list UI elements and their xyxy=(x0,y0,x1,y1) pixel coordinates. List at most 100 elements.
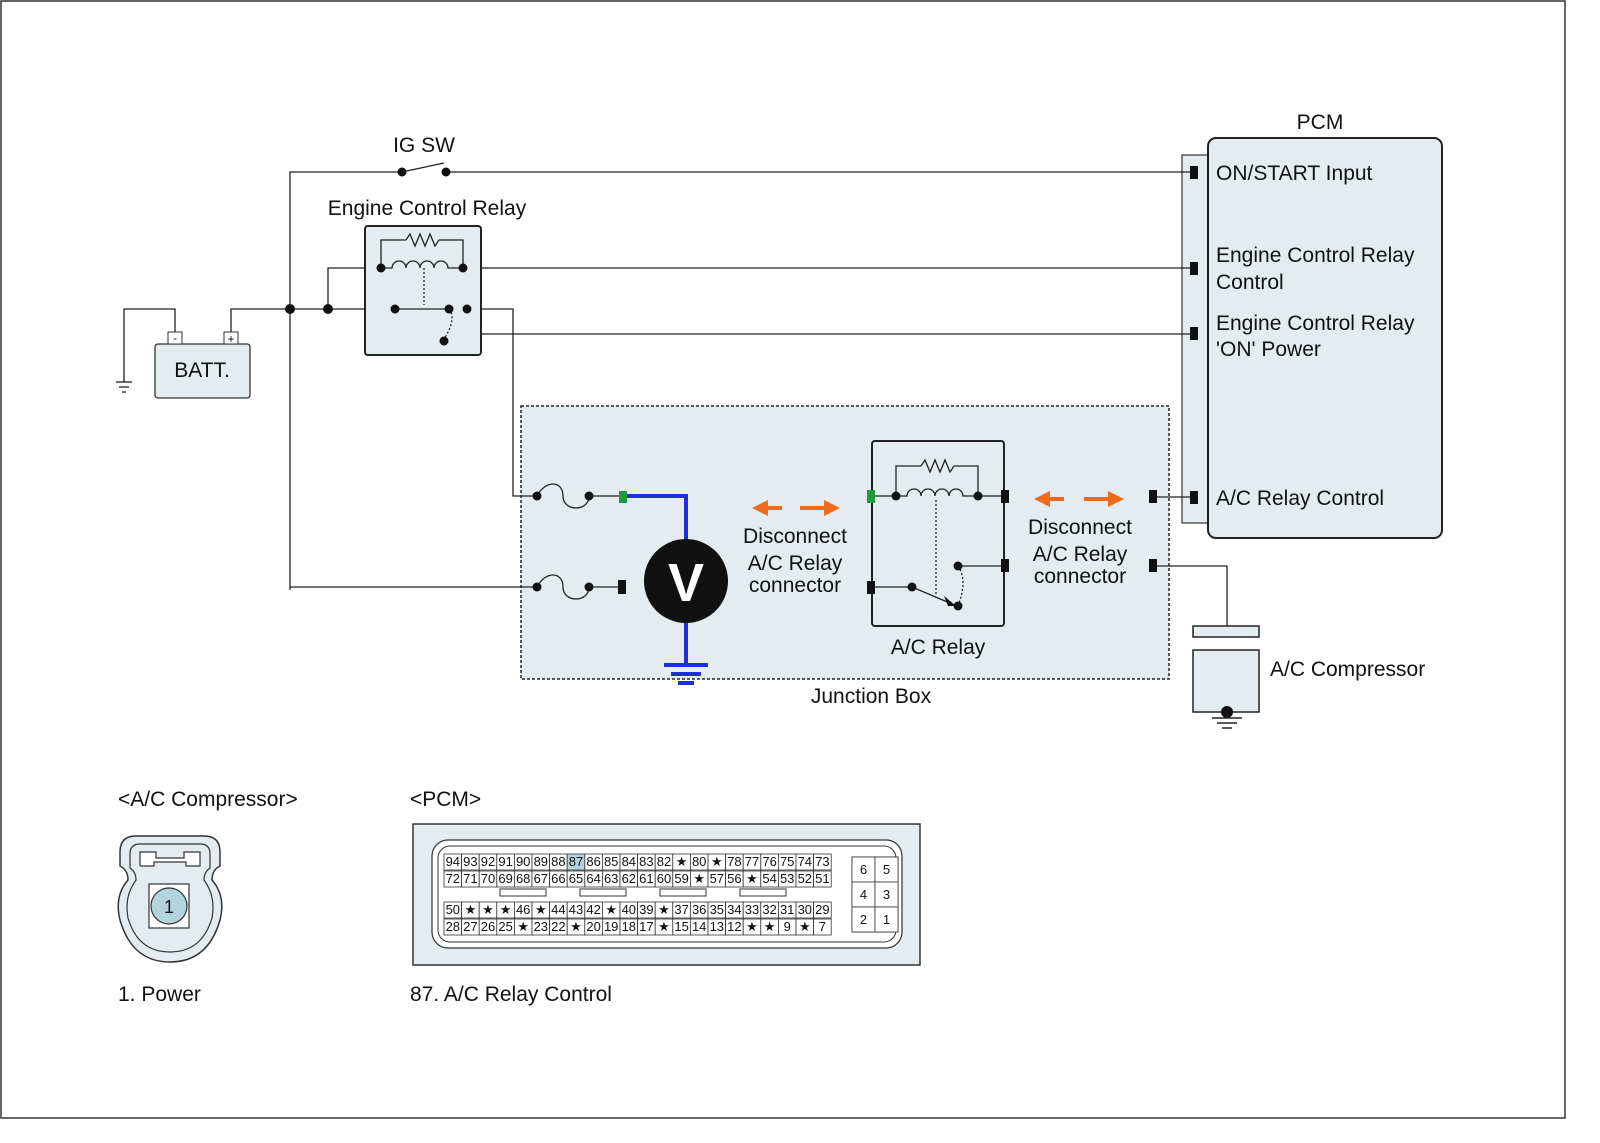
circuit-svg: Junction Box PCM ON/START Input Engine C… xyxy=(0,0,1566,1119)
pcm-pin-label: 74 xyxy=(798,854,812,869)
pcm-pin-label: 65 xyxy=(569,871,583,886)
pcm-pin-label: ★ xyxy=(500,902,512,917)
pcm-pin-label: 72 xyxy=(446,871,460,886)
pcm-small-pin-label: 2 xyxy=(860,912,867,927)
pcm-pin-label: ★ xyxy=(658,919,670,934)
pcm-pin-label: 85 xyxy=(604,854,618,869)
pcm-pin-label: 14 xyxy=(692,919,706,934)
junction-box-label: Junction Box xyxy=(811,685,932,708)
pcm-pin-label: ★ xyxy=(658,902,670,917)
probe-terminal-green xyxy=(619,491,627,503)
pcm-small-pin-cell xyxy=(874,906,899,933)
pcm-pin-label: 94 xyxy=(446,854,460,869)
pcm-pin-label: 33 xyxy=(745,902,759,917)
pcm-pin-label: ★ xyxy=(693,871,705,886)
jb-terminal xyxy=(1149,559,1157,572)
battery-plus: + xyxy=(227,332,234,346)
pcm-pin-label: 23 xyxy=(534,919,548,934)
pcm-pin-label: ★ xyxy=(746,919,758,934)
pcm-pin-label: ★ xyxy=(711,854,723,869)
pcm-terminal xyxy=(1190,166,1198,179)
pcm-pin-label: 61 xyxy=(639,871,653,886)
disconnect-arrow-right xyxy=(1034,491,1124,507)
pcm-pin-label: 25 xyxy=(498,919,512,934)
pcm-pin-cell xyxy=(813,918,832,936)
pcm-pin-on-start: ON/START Input xyxy=(1216,162,1373,185)
pcm-pin-label: 19 xyxy=(604,919,618,934)
pcm-pin-label: 7 xyxy=(819,919,826,934)
pcm-small-pin-label: 1 xyxy=(883,912,890,927)
pcm-pin-label: 90 xyxy=(516,854,530,869)
pcm-terminal xyxy=(1190,327,1198,340)
pcm-pin-label: 34 xyxy=(727,902,741,917)
pcm-pin-label: 66 xyxy=(551,871,565,886)
pcm-pin-label: 60 xyxy=(657,871,671,886)
battery-ground-icon xyxy=(116,381,132,393)
pcm-pin-label: 93 xyxy=(463,854,477,869)
pcm-pin-cell xyxy=(813,853,832,871)
pcm-pin-label: 36 xyxy=(692,902,706,917)
pcm-pin-label: ★ xyxy=(517,919,529,934)
disconnect-right-line3: connector xyxy=(1034,565,1126,588)
pcm-pin-label: 40 xyxy=(622,902,636,917)
pcm-pin-label: 43 xyxy=(569,902,583,917)
ac-compressor xyxy=(1192,625,1260,729)
pcm-pin-label: 75 xyxy=(780,854,794,869)
battery: - + BATT. xyxy=(154,331,251,399)
pcm-pin-label: 18 xyxy=(622,919,636,934)
voltmeter-probe: V xyxy=(619,491,728,685)
pcm-pin-ecr-control-line1: Engine Control Relay xyxy=(1216,244,1415,267)
pcm-pin-label: ★ xyxy=(535,902,547,917)
pcm-pin-label: 83 xyxy=(639,854,653,869)
pcm-pin-label: 84 xyxy=(622,854,636,869)
battery-label: BATT. xyxy=(174,359,230,382)
pcm-pin-label: 15 xyxy=(674,919,688,934)
pcm-pin-label: 59 xyxy=(674,871,688,886)
pcm-pin-label: 63 xyxy=(604,871,618,886)
pcm-pin-label: 64 xyxy=(586,871,600,886)
disconnect-arrow-left xyxy=(752,500,840,516)
pcm-pin-label: ★ xyxy=(676,854,688,869)
pcm-pin-ecr-control-line2: Control xyxy=(1216,271,1284,294)
splice-dot xyxy=(285,304,295,314)
pcm-pin-label: 32 xyxy=(762,902,776,917)
pcm-small-pin-label: 4 xyxy=(860,887,867,902)
pcm-pin-label: 28 xyxy=(446,919,460,934)
pcm-connector-title: <PCM> xyxy=(410,788,481,811)
pcm-pin-label: 78 xyxy=(727,854,741,869)
pcm-keys xyxy=(499,888,787,897)
pcm-pin-label: ★ xyxy=(570,919,582,934)
voltmeter-icon xyxy=(644,539,728,623)
pcm-pin-label: 37 xyxy=(674,902,688,917)
pcm-pin-label: 54 xyxy=(762,871,776,886)
pcm-connector-caption: 87. A/C Relay Control xyxy=(410,983,612,1006)
disconnect-right-line2: A/C Relay xyxy=(1033,543,1128,566)
ig-sw-label: IG SW xyxy=(393,134,455,157)
pcm-pin-label: ★ xyxy=(799,919,811,934)
pcm-pin-label: 76 xyxy=(762,854,776,869)
ig-switch xyxy=(397,162,451,177)
disconnect-left-line3: connector xyxy=(749,574,841,597)
pcm-terminal xyxy=(1190,262,1198,275)
pcm-pin-label: 46 xyxy=(516,902,530,917)
pcm-pin-label: 39 xyxy=(639,902,653,917)
compressor-pin-number: 1 xyxy=(164,897,174,917)
pcm-pin-label: 92 xyxy=(481,854,495,869)
pcm-small-pin-label: 5 xyxy=(883,862,890,877)
pcm-pin-label: 42 xyxy=(586,902,600,917)
ac-compressor-label: A/C Compressor xyxy=(1270,658,1425,681)
ac-relay-terminal-green xyxy=(867,490,875,503)
pcm-terminal xyxy=(1190,491,1198,504)
pcm-box xyxy=(1207,137,1443,539)
pcm-pin-ecr-on-power-line2: 'ON' Power xyxy=(1216,338,1321,361)
pcm-pin-label: 87 xyxy=(569,854,583,869)
disconnect-left-line2: A/C Relay xyxy=(748,552,843,575)
pcm-title: PCM xyxy=(1297,111,1344,134)
pcm-pin-label: ★ xyxy=(605,902,617,917)
pcm-pin-ecr-on-power-line1: Engine Control Relay xyxy=(1216,312,1415,335)
ac-relay-label: A/C Relay xyxy=(891,636,986,659)
compressor-connector-icon: 1 xyxy=(117,835,223,963)
pcm-pin-label: 27 xyxy=(463,919,477,934)
